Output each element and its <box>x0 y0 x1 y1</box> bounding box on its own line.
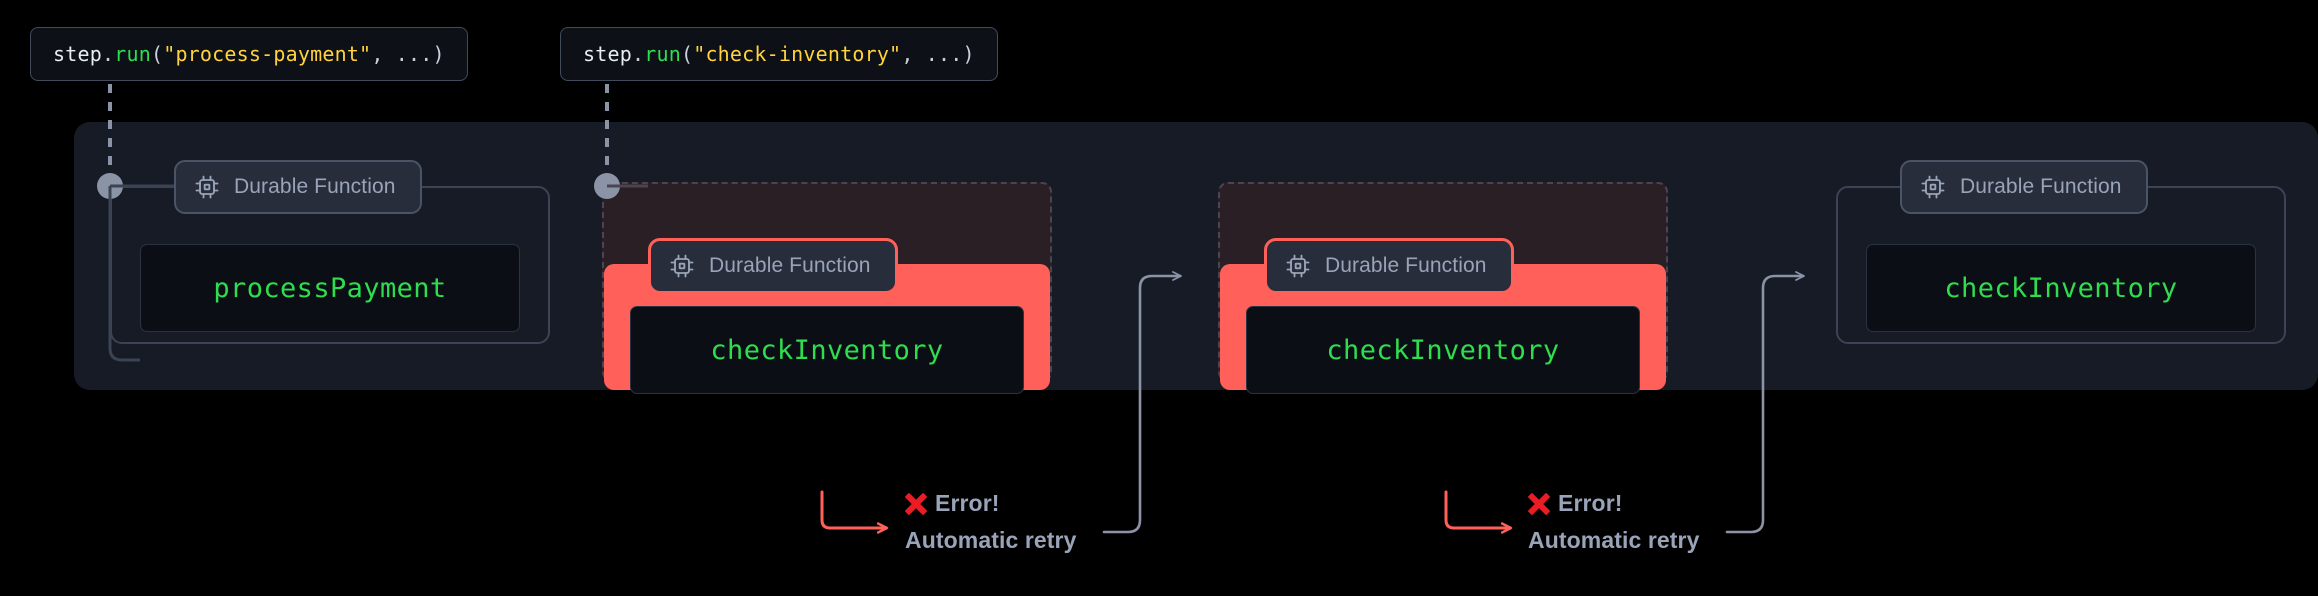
code-dot: . <box>101 42 115 66</box>
error-note-1: Error! Automatic retry <box>905 490 1076 554</box>
function-code-box: checkInventory <box>630 306 1024 394</box>
code-dot: . <box>631 42 645 66</box>
error-note-2: Error! Automatic retry <box>1528 490 1699 554</box>
code-object: step <box>53 42 102 66</box>
chip-label: Durable Function <box>234 175 396 198</box>
chip-label: Durable Function <box>1960 175 2122 198</box>
retry-label: Automatic retry <box>1528 527 1700 553</box>
code-comma: , <box>371 42 396 66</box>
chip-label: Durable Function <box>1325 254 1487 277</box>
error-label: Error! <box>935 490 1000 516</box>
code-open-paren: ( <box>680 42 694 66</box>
code-arg-string: "process-payment" <box>163 42 372 66</box>
chip-label: Durable Function <box>709 254 871 277</box>
function-code-box: checkInventory <box>1866 244 2256 332</box>
code-label-check-inventory: step.run("check-inventory", ...) <box>560 27 998 81</box>
code-close-paren: ) <box>962 42 975 66</box>
durable-function-block-check-inventory-success[interactable]: Durable Function checkInventory <box>1836 160 2286 360</box>
code-open-paren: ( <box>150 42 164 66</box>
code-comma: , <box>901 42 926 66</box>
durable-function-block-process-payment[interactable]: Durable Function processPayment <box>110 160 550 360</box>
code-rest: ... <box>925 42 963 66</box>
error-line: Error! <box>905 490 1076 517</box>
function-name: processPayment <box>213 272 447 304</box>
code-arg-string: "check-inventory" <box>693 42 902 66</box>
durable-function-chip[interactable]: Durable Function <box>174 160 422 214</box>
code-method: run <box>114 42 151 66</box>
cpu-chip-icon <box>1921 175 1945 199</box>
error-elbow-1 <box>820 490 886 528</box>
durable-function-chip[interactable]: Durable Function <box>1900 160 2148 214</box>
retry-label: Automatic retry <box>905 527 1077 553</box>
code-rest: ... <box>395 42 433 66</box>
code-object: step <box>583 42 632 66</box>
code-method: run <box>644 42 681 66</box>
function-name: checkInventory <box>1944 272 2178 304</box>
error-label: Error! <box>1558 490 1623 516</box>
error-elbow-2 <box>1444 490 1510 528</box>
durable-function-chip[interactable]: Durable Function <box>1264 238 1514 294</box>
x-mark-icon <box>1528 493 1550 515</box>
durable-function-block-check-inventory-failed-1[interactable]: Durable Function checkInventory <box>602 182 1052 412</box>
function-code-box: checkInventory <box>1246 306 1640 394</box>
x-mark-icon <box>905 493 927 515</box>
durable-function-block-check-inventory-failed-2[interactable]: Durable Function checkInventory <box>1218 182 1668 412</box>
function-name: checkInventory <box>1326 334 1560 366</box>
function-name: checkInventory <box>710 334 944 366</box>
code-label-process-payment: step.run("process-payment", ...) <box>30 27 468 81</box>
code-close-paren: ) <box>432 42 445 66</box>
function-code-box: processPayment <box>140 244 520 332</box>
error-line: Error! <box>1528 490 1699 517</box>
cpu-chip-icon <box>1286 254 1310 278</box>
cpu-chip-icon <box>670 254 694 278</box>
durable-function-chip[interactable]: Durable Function <box>648 238 898 294</box>
cpu-chip-icon <box>195 175 219 199</box>
